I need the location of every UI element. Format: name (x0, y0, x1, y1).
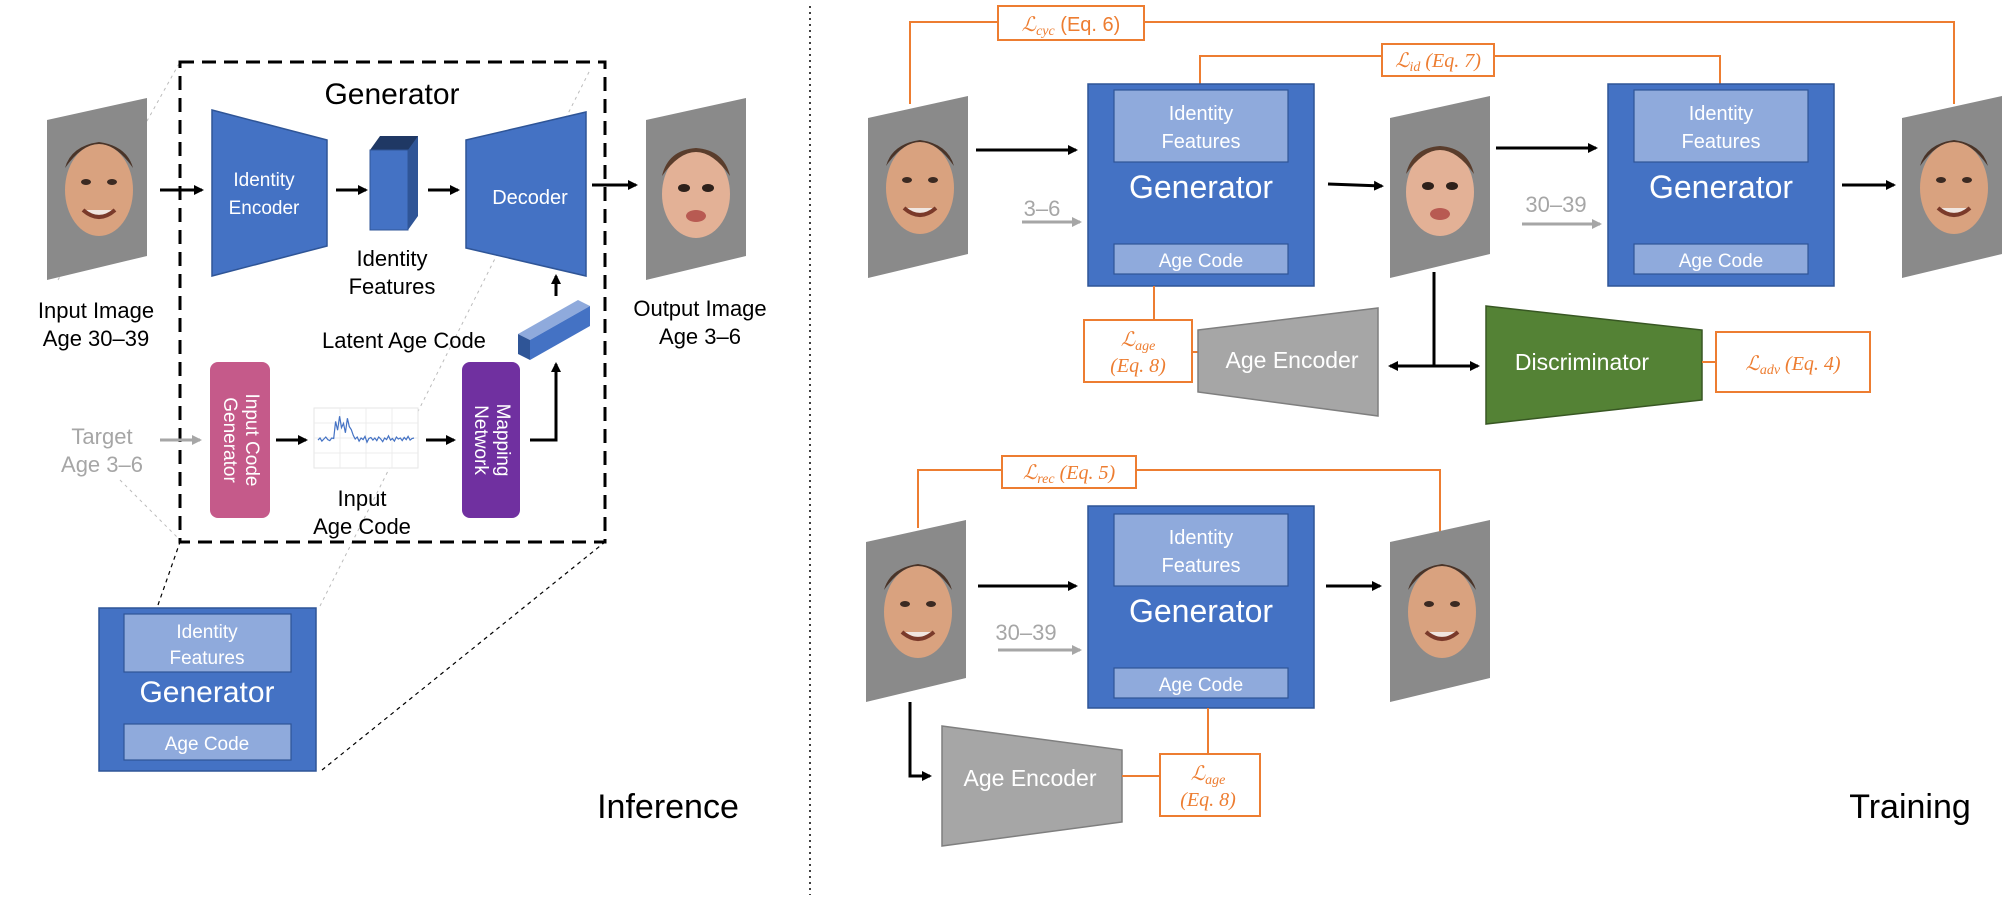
identity-encoder-label: Identity (233, 170, 295, 191)
mapping-network-label: Mapping (492, 404, 513, 477)
mini-generator-title: Generator (139, 676, 274, 709)
loss-adv-box (1715, 331, 1871, 393)
input-code-generator-label: Generator (219, 397, 240, 483)
loss-age-top-eq: (Eq. 8) (1110, 355, 1166, 377)
loss-cyc-line (909, 21, 1955, 104)
age-encoder-bottom-label: Age Encoder (964, 765, 1097, 791)
loss-adv-text: ℒadv (Eq. 4) (1745, 353, 1841, 378)
training-generated-face (1390, 96, 1490, 278)
loss-age-bottom-eq: (Eq. 8) (1180, 789, 1236, 811)
target-age-label: Age 3–6 (61, 452, 143, 477)
input-age-code-label: Age Code (313, 514, 411, 539)
arrow (530, 362, 561, 442)
discriminator (1485, 305, 1703, 425)
loss-id-text: ℒid (Eq. 7) (1395, 50, 1481, 75)
generator-3-age-code-box (1113, 667, 1289, 699)
input-image-label: Input Image (38, 298, 154, 323)
target-age-1: 3–6 (1024, 196, 1061, 221)
target-age-2: 30–39 (1525, 192, 1586, 217)
generator-3-title: Generator (1129, 593, 1273, 629)
generator-3-identity-box (1113, 513, 1289, 587)
loss-cyc-text: ℒcyc (Eq. 6) (1022, 14, 1121, 39)
input-age-code-plot (313, 407, 419, 469)
generator-boundary (178, 60, 607, 544)
input-age-code-label: Input (338, 486, 387, 511)
generator-3-identity-label: Features (1162, 555, 1241, 577)
identity-features-label: Features (349, 274, 436, 299)
latent-code-front (518, 334, 530, 360)
zoom-line (321, 541, 606, 771)
identity-features-block-edge (408, 136, 418, 230)
mini-age-code-box (123, 723, 292, 761)
generator-2-identity-label: Features (1682, 131, 1761, 153)
mini-identity-features-box (123, 613, 292, 673)
generator-2-identity-box (1633, 89, 1809, 163)
mini-identity-features-label: Identity (176, 622, 238, 643)
zoom-line (157, 541, 181, 606)
inference-section-label: Inference (597, 788, 739, 826)
input-age-label: Age 30–39 (43, 326, 149, 351)
training-section-label: Training (1849, 788, 1971, 826)
training-cycle-face (1900, 94, 2003, 280)
mini-age-code-label: Age Code (165, 734, 250, 755)
loss-age-top-sym: ℒage (1121, 329, 1156, 354)
loss-rec-line (917, 469, 1441, 532)
loss-age-bottom-box (1159, 753, 1261, 817)
latent-code-side (530, 306, 590, 360)
age-encoder-top-label: Age Encoder (1226, 347, 1359, 373)
mini-identity-features-label: Features (170, 648, 245, 669)
guide-line (119, 479, 181, 541)
identity-encoder-label: Encoder (229, 198, 300, 219)
input-code-generator-label: Input Code (241, 394, 262, 487)
age-encoder-bottom (941, 725, 1123, 847)
loss-cyc-box (997, 5, 1145, 41)
output-age-label: Age 3–6 (659, 324, 741, 349)
generator-2-identity-label: Identity (1689, 103, 1753, 125)
loss-rec-text: ℒrec (Eq. 5) (1023, 462, 1116, 487)
generator-title: Generator (324, 78, 459, 111)
rec-input-face (864, 518, 968, 704)
generator-2-age-code-label: Age Code (1679, 251, 1764, 272)
output-image-label: Output Image (633, 296, 766, 321)
generator-1-age-code-box (1113, 243, 1289, 275)
target-label: Target (71, 424, 132, 449)
mapping-network-label: Network (470, 405, 491, 475)
latent-age-code-label: Latent Age Code (322, 328, 486, 353)
training-input-face (866, 94, 970, 280)
mapping-network (462, 362, 520, 518)
identity-encoder (211, 109, 328, 277)
generator-1-identity-label: Features (1162, 131, 1241, 153)
target-age-3: 30–39 (995, 620, 1056, 645)
decoder (465, 111, 587, 277)
discriminator-label: Discriminator (1515, 349, 1650, 375)
loss-age-bottom-sym: ℒage (1191, 763, 1226, 788)
generator-3-identity-label: Identity (1169, 527, 1233, 549)
generator-2-age-code-box (1633, 243, 1809, 275)
input-code-generator (210, 362, 270, 518)
rec-output-face (1388, 518, 1492, 704)
generator-1-age-code-label: Age Code (1159, 251, 1244, 272)
latent-code-top (518, 300, 590, 340)
output-face-image (646, 98, 746, 280)
generator-3-age-code-label: Age Code (1159, 675, 1244, 696)
identity-features-block (369, 149, 409, 231)
arrow (908, 702, 932, 781)
age-encoder-top (1197, 307, 1379, 417)
arrow (1327, 180, 1384, 191)
decoder-label: Decoder (492, 187, 568, 209)
loss-id-box (1381, 43, 1495, 77)
generator-1-title: Generator (1129, 169, 1273, 205)
input-face-image (45, 96, 149, 282)
identity-features-label: Identity (357, 246, 428, 271)
loss-rec-box (1001, 455, 1137, 489)
generator-1-identity-label: Identity (1169, 103, 1233, 125)
guide-line (319, 69, 591, 607)
generator-2-title: Generator (1649, 169, 1793, 205)
generator-1-identity-box (1113, 89, 1289, 163)
